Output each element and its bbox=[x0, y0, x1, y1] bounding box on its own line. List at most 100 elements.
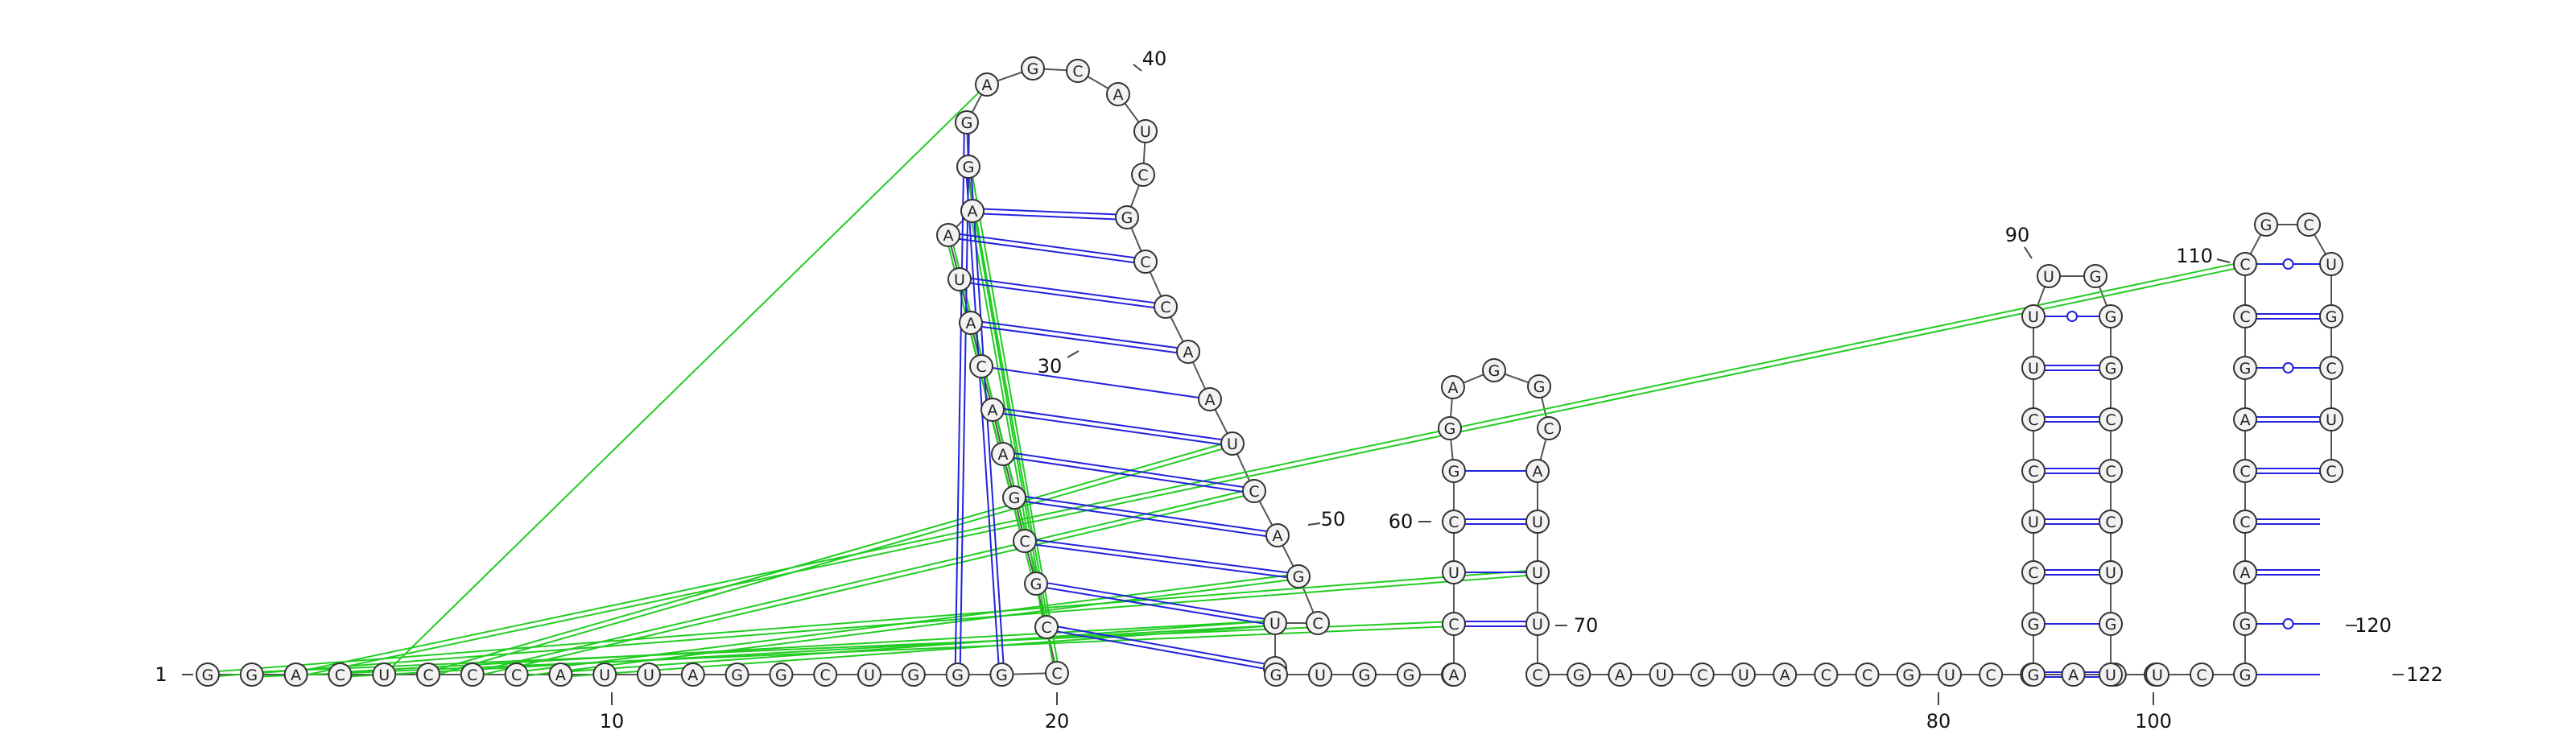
nucleotide-circle bbox=[1525, 510, 1550, 534]
nucleotide-circle bbox=[2021, 459, 2046, 483]
nucleotide: U bbox=[1525, 560, 1550, 584]
nucleotide-circle bbox=[460, 663, 485, 687]
nucleotide-circle bbox=[1176, 340, 1200, 364]
tertiary-link bbox=[307, 267, 2235, 676]
nucleotide-circle bbox=[1352, 663, 1377, 687]
nucleotide-circle bbox=[1306, 611, 1330, 635]
nucleotide-circle bbox=[2319, 407, 2343, 431]
nucleotide-letter: U bbox=[1269, 615, 1281, 633]
position-label: 60 bbox=[1389, 510, 1414, 533]
nucleotide-letter: G bbox=[1359, 667, 1371, 684]
nucleotide: C bbox=[460, 663, 485, 687]
nucleotide-circle bbox=[1649, 663, 1674, 687]
nucleotide-letter: A bbox=[1183, 344, 1194, 361]
nucleotide-letter: C bbox=[2028, 411, 2038, 429]
nucleotide-circle bbox=[2319, 356, 2343, 380]
nucleotide-circle bbox=[1525, 612, 1550, 636]
position-label: 30 bbox=[1038, 355, 1063, 378]
position-label: 80 bbox=[1926, 710, 1951, 733]
nucleotide-letter: C bbox=[2240, 256, 2250, 274]
nucleotide: U bbox=[1732, 663, 1756, 687]
nucleotide-circle bbox=[416, 663, 440, 687]
nucleotide: U bbox=[2099, 663, 2123, 687]
nucleotide: U bbox=[2319, 252, 2343, 276]
nucleotide-circle bbox=[945, 663, 970, 687]
tertiary-link bbox=[306, 262, 2234, 671]
base-pairs bbox=[954, 133, 2320, 678]
nucleotide-circle bbox=[2233, 407, 2257, 431]
nucleotide: C bbox=[1537, 416, 1561, 440]
nucleotide-circle bbox=[1608, 663, 1633, 687]
nucleotide-letter: G bbox=[2028, 667, 2040, 684]
nucleotide: G bbox=[769, 663, 794, 687]
nucleotide-circle bbox=[1154, 295, 1178, 319]
position-label: 10 bbox=[600, 710, 625, 733]
nucleotide-circle bbox=[2233, 663, 2257, 687]
nucleotide-letter: A bbox=[982, 76, 993, 94]
nucleotide: U bbox=[2021, 304, 2046, 328]
nucleotide-letter: C bbox=[467, 667, 477, 684]
nucleotide-circle bbox=[1732, 663, 1756, 687]
nucleotide-circle bbox=[372, 663, 397, 687]
nucleotide: C bbox=[1979, 663, 2004, 687]
nucleotide: C bbox=[2233, 510, 2257, 534]
nucleotide-letter: U bbox=[599, 667, 610, 684]
nucleotide-circle bbox=[991, 442, 1015, 466]
nucleotide-circle bbox=[196, 663, 220, 687]
nucleotide-circle bbox=[936, 223, 960, 247]
nucleotide: G bbox=[1264, 663, 1288, 687]
nucleotide-letter: G bbox=[1444, 420, 1456, 438]
nucleotide-letter: G bbox=[961, 114, 973, 132]
nucleotide-letter: A bbox=[998, 446, 1009, 464]
position-tick bbox=[2024, 246, 2033, 259]
base-pair bbox=[1025, 500, 1266, 537]
nucleotide: C bbox=[1013, 529, 1037, 553]
nucleotide-circle bbox=[1938, 663, 1962, 687]
nucleotide-circle bbox=[2021, 510, 2046, 534]
backbone bbox=[208, 67, 2332, 675]
nucleotide: C bbox=[416, 663, 440, 687]
nucleotide-letter: A bbox=[988, 402, 998, 419]
position-label: 110 bbox=[2176, 245, 2213, 267]
nucleotide: U bbox=[637, 663, 661, 687]
nucleotide-circle bbox=[2099, 459, 2123, 483]
nucleotide-letter: C bbox=[1019, 533, 1030, 551]
nucleotide-letter: C bbox=[423, 667, 433, 684]
nucleotide: U bbox=[2145, 663, 2169, 687]
nucleotide: C bbox=[1045, 661, 1069, 685]
nucleotide: G bbox=[1286, 564, 1311, 588]
nucleotide: G bbox=[1352, 663, 1377, 687]
nucleotide-circle bbox=[680, 663, 705, 687]
nucleotide-letter: A bbox=[1273, 527, 1283, 545]
nucleotide-circle bbox=[2021, 407, 2046, 431]
nucleotide-letter: G bbox=[996, 667, 1008, 684]
nucleotide-circle bbox=[1442, 510, 1466, 534]
position-tick bbox=[1067, 350, 1080, 358]
nucleotide: G bbox=[2021, 612, 2046, 636]
nucleotide-circle bbox=[1024, 572, 1048, 596]
nucleotide: U bbox=[1263, 611, 1287, 635]
nucleotide-letter: C bbox=[1821, 667, 1831, 684]
nucleotide-letter: G bbox=[1534, 378, 1546, 396]
wobble-marker bbox=[2282, 258, 2294, 270]
nucleotide: C bbox=[2021, 560, 2046, 584]
nucleotide-circle bbox=[1442, 663, 1466, 687]
nucleotide: C bbox=[2233, 252, 2257, 276]
nucleotide: C bbox=[1690, 663, 1715, 687]
nucleotide-letter: A bbox=[2240, 411, 2251, 429]
nucleotide: A bbox=[1773, 663, 1798, 687]
nucleotide-circle bbox=[328, 663, 353, 687]
nucleotide-letter: G bbox=[2240, 667, 2252, 684]
nucleotide: G bbox=[989, 663, 1014, 687]
base-pair bbox=[1026, 496, 1267, 533]
nucleotide-letter: G bbox=[731, 667, 743, 684]
nucleotide-letter: G bbox=[1027, 60, 1039, 78]
nucleotide-letter: U bbox=[2043, 268, 2054, 286]
base-pair bbox=[1036, 539, 1288, 574]
nucleotide: C bbox=[2021, 459, 2046, 483]
nucleotide-circle bbox=[1525, 663, 1550, 687]
nucleotide-circle bbox=[1220, 431, 1245, 456]
nucleotide-circle bbox=[1115, 205, 1139, 229]
long-range-pair bbox=[965, 178, 1000, 664]
nucleotide-circle bbox=[1198, 387, 1222, 411]
